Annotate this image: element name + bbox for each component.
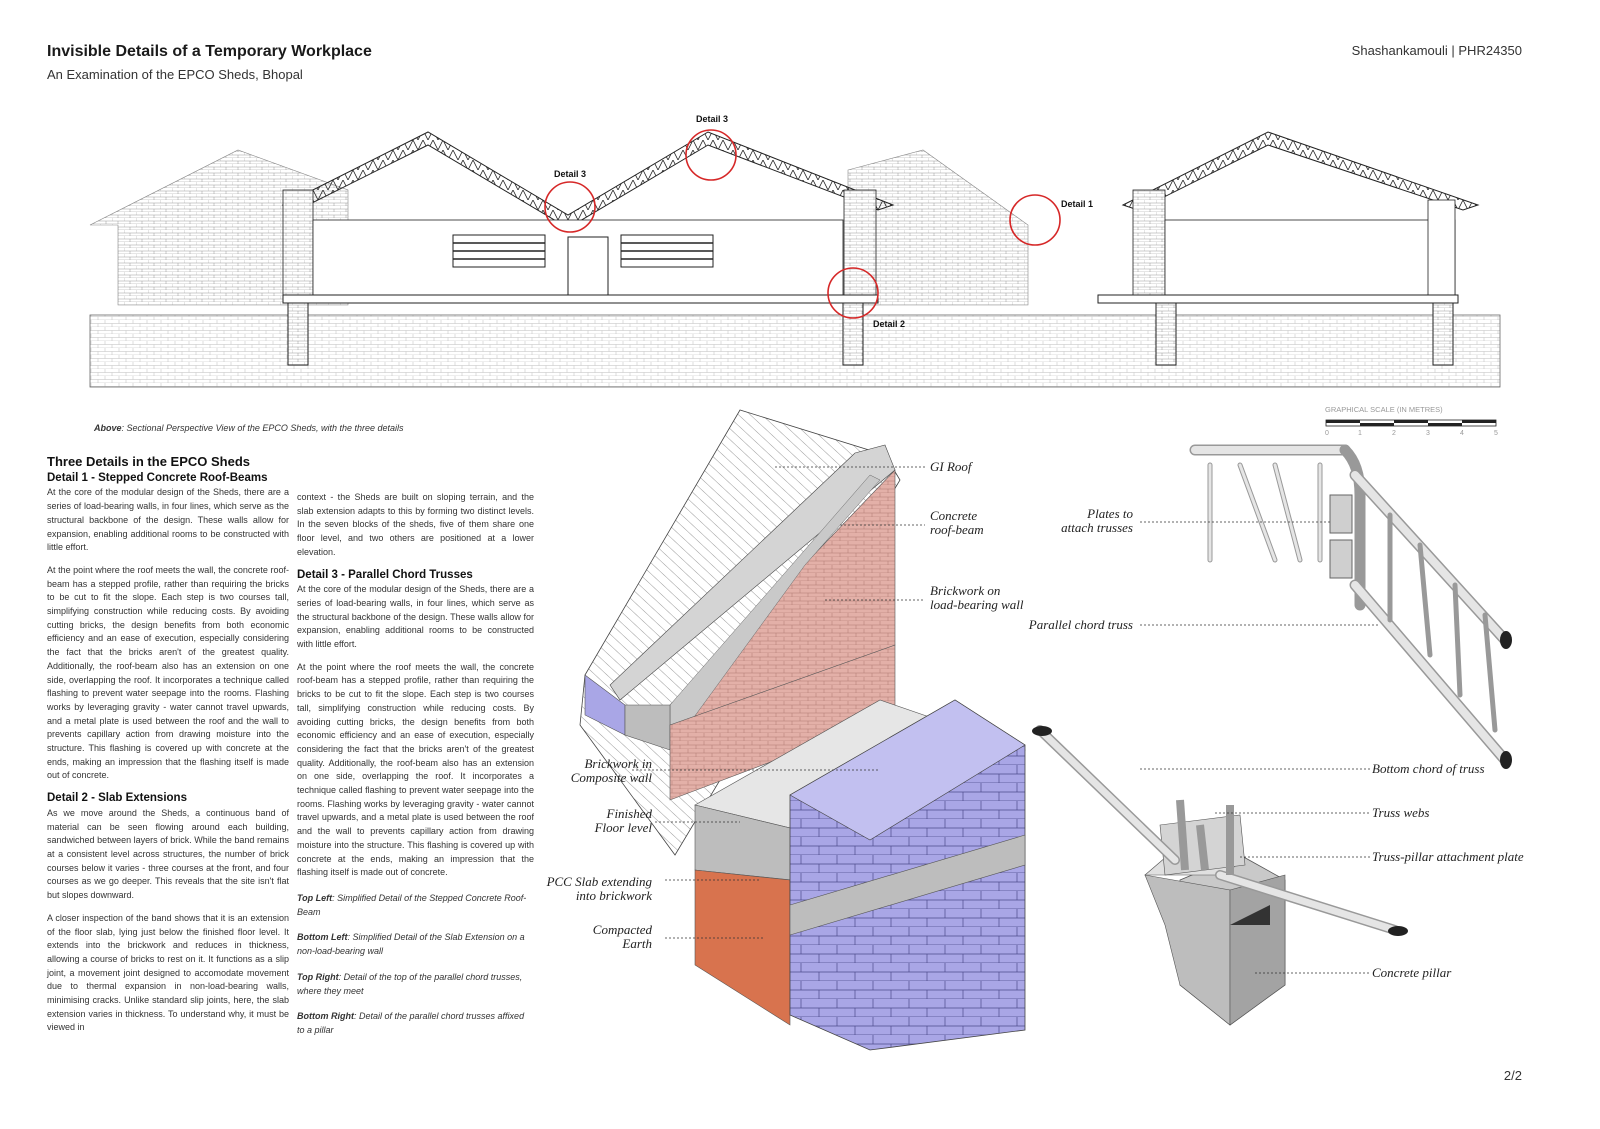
label-earth-1: Compacted — [593, 922, 653, 937]
detail-circles — [544, 129, 1061, 319]
label-brick-comp-2: Composite wall — [571, 770, 653, 785]
scale-tick-0: 0 — [1325, 430, 1329, 437]
label-concrete-pillar: Concrete pillar — [1372, 965, 1452, 980]
callout-detail-3-top: Detail 3 — [696, 114, 728, 124]
leader-lines — [632, 466, 1380, 974]
label-brick-lb-1: Brickwork on — [930, 583, 1000, 598]
label-pcc-1: PCC Slab extending — [546, 874, 653, 889]
author-id: Shashankamouli | PHR24350 — [1351, 43, 1522, 58]
label-bottom-chord: Bottom chord of truss — [1372, 761, 1485, 776]
caption-top-left-bold: Top Left — [297, 892, 333, 903]
detail-1-paragraph-1: At the core of the modular design of the… — [47, 487, 289, 553]
detail-3-paragraph-2: At the point where the roof meets the wa… — [297, 661, 534, 878]
callout-detail-1: Detail 1 — [1061, 199, 1093, 209]
parallel-chord-truss-top — [1189, 444, 1512, 769]
sectional-perspective-view: Detail 3 Detail 3 Detail 1 Detail 2 — [89, 114, 1501, 388]
label-parallel-chord-truss: Parallel chord truss — [1028, 617, 1133, 632]
detail-drawings: GI Roof Concrete roof-beam Brickwork on … — [546, 409, 1524, 1051]
text-column-1: Three Details in the EPCO Sheds Detail 1… — [47, 455, 289, 1044]
caption-bottom-left-bold: Bottom Left — [297, 932, 348, 943]
label-ffl-2: Floor level — [594, 820, 653, 835]
label-ffl-1: Finished — [606, 806, 653, 821]
main-shed-section — [281, 131, 895, 366]
section-caption-text: : Sectional Perspective View of the EPCO… — [121, 423, 404, 433]
section-caption-bold: Above — [94, 423, 122, 433]
scale-tick-2: 2 — [1392, 430, 1396, 437]
caption-top-right: Top Right: Detail of the top of the para… — [297, 971, 534, 998]
caption-bottom-right: Bottom Right: Detail of the parallel cho… — [297, 1010, 534, 1037]
scale-tick-5: 5 — [1494, 430, 1498, 437]
scale-title: GRAPHICAL SCALE (IN METRES) — [1325, 405, 1443, 414]
detail-2-heading: Detail 2 - Slab Extensions — [47, 792, 187, 805]
scale-tick-4: 4 — [1460, 430, 1464, 437]
page-subtitle: An Examination of the EPCO Sheds, Bhopal — [47, 67, 303, 82]
label-concrete-1: Concrete — [930, 508, 977, 523]
caption-bottom-right-bold: Bottom Right — [297, 1011, 354, 1022]
detail-1-paragraph-2: At the point where the roof meets the wa… — [47, 564, 289, 781]
detail-2-paragraph-3: context - the Sheds are built on sloping… — [297, 492, 534, 557]
truss-pillar-attachment — [1032, 725, 1408, 1026]
page-number: 2/2 — [1503, 1068, 1522, 1083]
label-brick-comp-1: Brickwork in — [584, 756, 652, 771]
label-attachment-plate: Truss-pillar attachment plate — [1372, 849, 1524, 864]
label-concrete-2: roof-beam — [930, 522, 984, 537]
section-caption: Above: Sectional Perspective View of the… — [94, 423, 404, 433]
caption-bottom-left-text: : Simplified Detail of the Slab Extensio… — [297, 932, 525, 957]
graphical-scale: GRAPHICAL SCALE (IN METRES) 0 1 2 3 4 5 — [1325, 405, 1498, 437]
page-title: Invisible Details of a Temporary Workpla… — [47, 43, 372, 60]
detail-1-heading: Detail 1 - Stepped Concrete Roof-Beams — [47, 471, 268, 484]
ground-plane — [89, 314, 1501, 388]
callout-detail-2: Detail 2 — [873, 319, 905, 329]
caption-bottom-left: Bottom Left: Simplified Detail of the Sl… — [297, 931, 534, 958]
details-heading: Three Details in the EPCO Sheds — [47, 454, 250, 469]
stepped-roof-beam-detail — [579, 409, 901, 856]
callout-detail-3-left: Detail 3 — [554, 169, 586, 179]
label-plates-2: attach trusses — [1061, 520, 1133, 535]
label-plates-1: Plates to — [1086, 506, 1133, 521]
scale-tick-1: 1 — [1358, 430, 1362, 437]
text-column-2: context - the Sheds are built on sloping… — [297, 491, 534, 1042]
detail-2-paragraph-2: A closer inspection of the band shows th… — [47, 912, 289, 1033]
caption-top-right-bold: Top Right — [297, 971, 339, 982]
detail-3-heading: Detail 3 - Parallel Chord Trusses — [297, 568, 473, 581]
caption-top-left: Top Left: Simplified Detail of the Stepp… — [297, 892, 534, 919]
label-brick-lb-2: load-bearing wall — [930, 597, 1024, 612]
detail-3-paragraph-1: At the core of the modular design of the… — [297, 584, 534, 650]
right-shed-section — [1097, 131, 1480, 366]
caption-top-left-text: : Simplified Detail of the Stepped Concr… — [297, 892, 527, 917]
label-earth-2: Earth — [621, 936, 652, 951]
detail-2-paragraph-1: As we move around the Sheds, a continuou… — [47, 807, 289, 901]
label-gi-roof: GI Roof — [930, 459, 974, 474]
scale-tick-3: 3 — [1426, 430, 1430, 437]
label-pcc-2: into brickwork — [576, 888, 652, 903]
caption-bottom-right-text: : Detail of the parallel chord trusses a… — [297, 1011, 525, 1035]
caption-top-right-text: : Detail of the top of the parallel chor… — [297, 971, 523, 996]
label-truss-webs: Truss webs — [1372, 805, 1429, 820]
